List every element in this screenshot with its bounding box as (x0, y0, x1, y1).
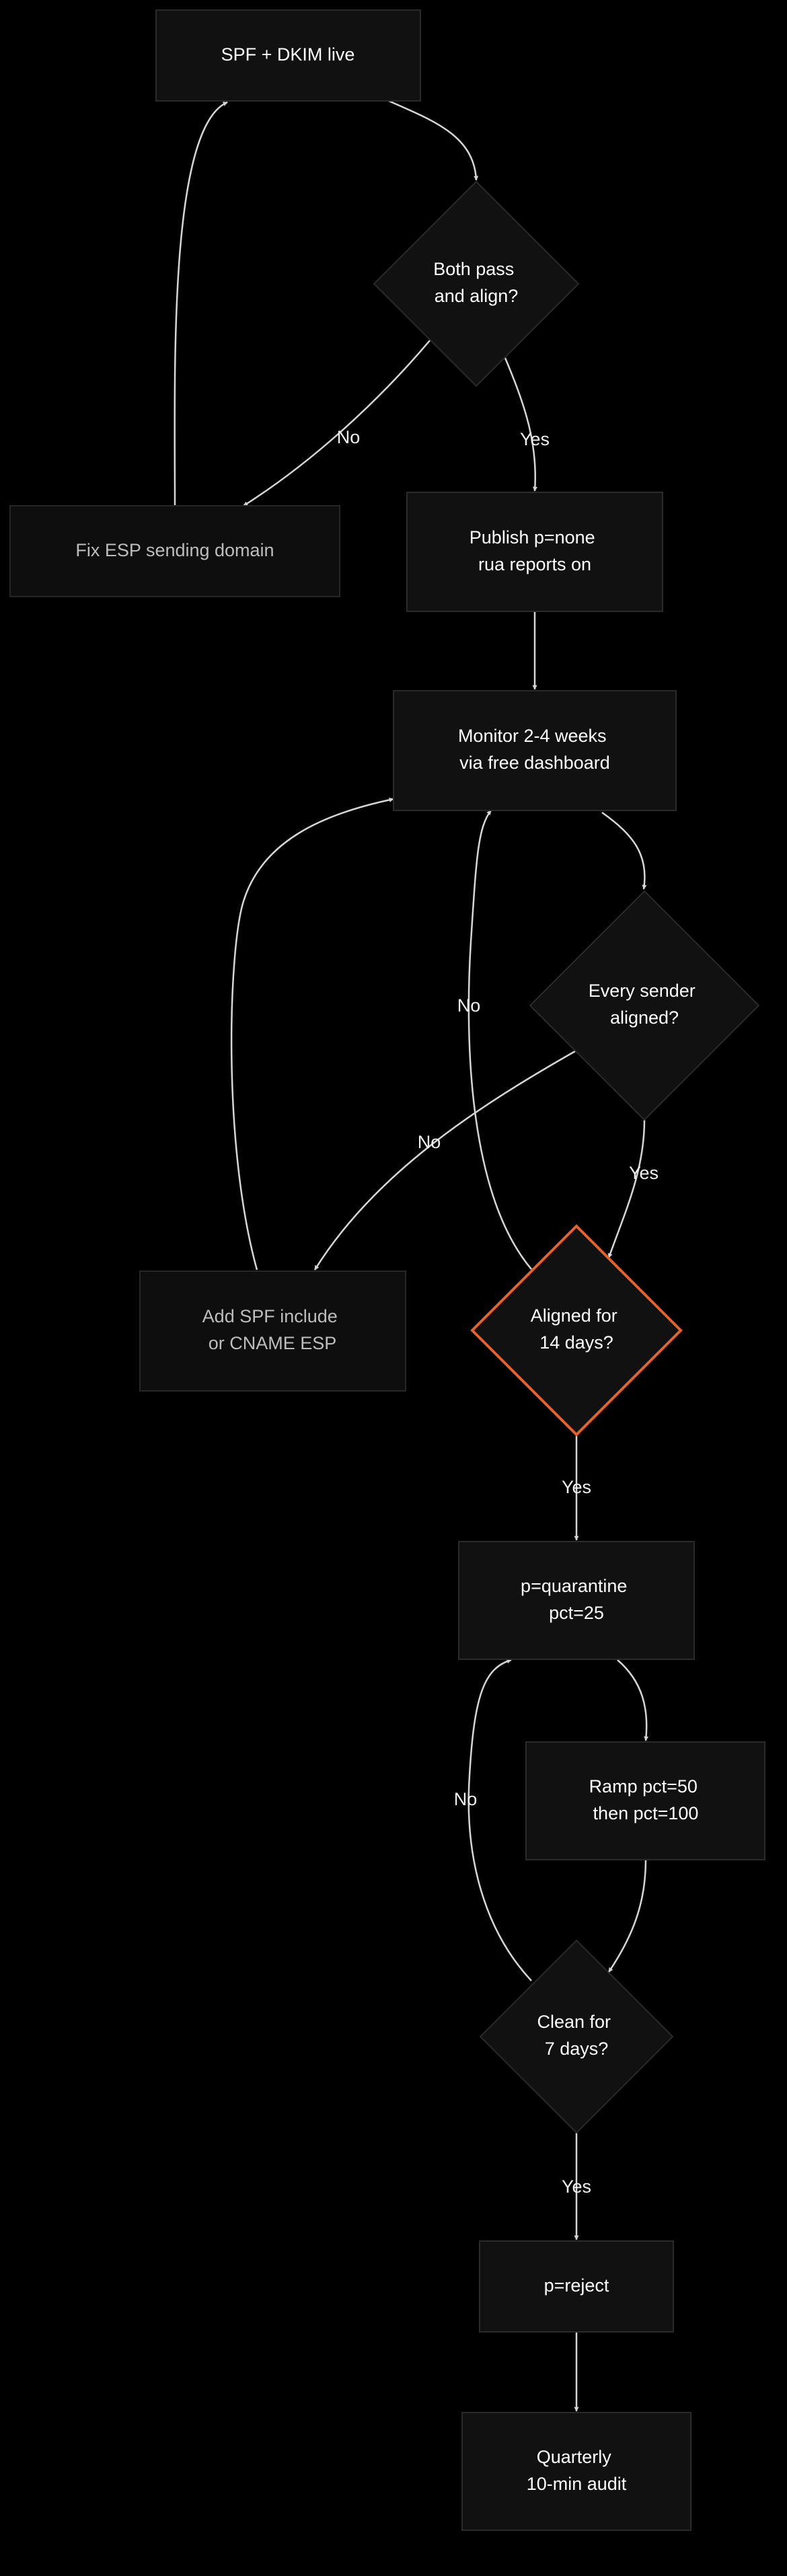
node-p-reject-line-1: p=reject (544, 2275, 609, 2296)
node-fix-esp-domain-line-1: Fix ESP sending domain (75, 540, 274, 560)
svg-text:Publish p=none rua rep: Publish p=none rua reports on (470, 527, 600, 574)
node-spf-dkim-live-line-1: SPF + DKIM live (221, 44, 355, 65)
node-spf-dkim-live: SPF + DKIM live (155, 9, 421, 102)
svg-text:p=quarantine pct=25: p=quarantine pct=25 (521, 1576, 632, 1623)
node-p-quarantine-line-2: pct=25 (549, 1603, 604, 1623)
node-every-sender-aligned-line-2: aligned? (610, 1008, 679, 1028)
edge-every-to-aligned (607, 1119, 646, 1258)
label-clean-no: No (454, 1789, 478, 1809)
edge-monitor-to-every (601, 811, 647, 890)
node-add-spf-include: Add SPF include or CNAME ESP (139, 1271, 406, 1392)
node-add-spf-include-line-2: or CNAME ESP (209, 1333, 337, 1353)
edge-labels: No Yes No No Yes Yes No Yes (337, 427, 659, 2197)
edge-quarantine-to-ramp (617, 1659, 649, 1741)
svg-text:Aligned for 14 days?: Aligned for 14 days? (531, 1305, 623, 1353)
svg-text:p=reject: p=reject (544, 2275, 609, 2296)
node-ramp-pct: Ramp pct=50 then pct=100 (525, 1741, 765, 1860)
node-monitor-weeks-line-2: via free dashboard (459, 753, 610, 773)
label-every-yes: Yes (629, 1163, 659, 1183)
node-both-pass-align: Both pass and align? (373, 180, 580, 387)
node-publish-pnone-line-2: rua reports on (478, 554, 591, 574)
svg-text:Monitor 2-4 weeks via: Monitor 2-4 weeks via free dashboard (458, 726, 611, 773)
node-aligned-14-days-line-1: Aligned for (531, 1305, 617, 1326)
node-every-sender-aligned: Every sender aligned? (529, 890, 760, 1121)
svg-text:Ramp pct=50 then pct=1: Ramp pct=50 then pct=100 (589, 1776, 703, 1823)
label-both-yes: Yes (520, 429, 550, 449)
node-p-reject: p=reject (479, 2240, 674, 2333)
edge-spf-to-both (388, 100, 479, 181)
node-both-pass-align-line-2: and align? (435, 286, 519, 306)
svg-text:Quarterly 10-min audit: Quarterly 10-min audit (527, 2447, 627, 2494)
edge-both-to-fix (243, 339, 431, 507)
label-clean-yes: Yes (562, 2176, 591, 2197)
node-every-sender-aligned-line-1: Every sender (589, 981, 696, 1001)
node-monitor-weeks: Monitor 2-4 weeks via free dashboard (393, 690, 677, 811)
svg-text:SPF + DKIM live: SPF + DKIM live (221, 44, 355, 65)
edge-ramp-to-clean (607, 1859, 647, 1973)
node-ramp-pct-line-1: Ramp pct=50 (589, 1776, 698, 1796)
edge-every-to-add (313, 1050, 576, 1271)
svg-text:Fix ESP sending domain: Fix ESP sending domain (75, 540, 274, 560)
svg-text:Clean for 7 days?: Clean for 7 days? (537, 2012, 615, 2059)
node-clean-7-days: Clean for 7 days? (479, 1939, 674, 2134)
label-every-no: No (418, 1132, 441, 1152)
node-quarterly-audit-line-1: Quarterly (537, 2447, 612, 2467)
nodes: SPF + DKIM live Both pass and align? Fix… (9, 9, 765, 2531)
node-aligned-14-days-line-2: 14 days? (539, 1332, 613, 1353)
edge-both-to-publish (503, 356, 537, 492)
svg-text:Every sender aligned?: Every sender aligned? (589, 981, 701, 1028)
node-p-quarantine-line-1: p=quarantine (521, 1576, 627, 1596)
edges (174, 100, 649, 2412)
edge-clean-to-quarantine (467, 1659, 532, 1981)
edge-fix-to-spf (174, 101, 228, 506)
label-aligned-yes: Yes (562, 1477, 591, 1497)
node-quarterly-audit: Quarterly 10-min audit (461, 2412, 691, 2531)
node-fix-esp-domain: Fix ESP sending domain (9, 505, 340, 597)
svg-text:Add SPF include or CNA: Add SPF include or CNAME ESP (202, 1306, 343, 1353)
node-aligned-14-days: Aligned for 14 days? (470, 1224, 683, 1437)
svg-text:Both pass and align?: Both pass and align? (433, 259, 519, 306)
label-monitor-no: No (457, 995, 481, 1016)
node-ramp-pct-line-2: then pct=100 (593, 1803, 699, 1823)
node-clean-7-days-line-1: Clean for (537, 2012, 611, 2032)
node-monitor-weeks-line-1: Monitor 2-4 weeks (458, 726, 607, 746)
node-p-quarantine: p=quarantine pct=25 (458, 1541, 695, 1660)
node-publish-pnone: Publish p=none rua reports on (406, 492, 663, 612)
edge-add-to-monitor (230, 797, 394, 1271)
node-clean-7-days-line-2: 7 days? (545, 2039, 609, 2059)
node-publish-pnone-line-1: Publish p=none (470, 527, 595, 547)
label-both-no: No (337, 427, 361, 447)
node-both-pass-align-line-1: Both pass (433, 259, 514, 279)
node-quarterly-audit-line-2: 10-min audit (527, 2474, 627, 2494)
edge-aligned-to-monitor (467, 810, 532, 1270)
node-add-spf-include-line-1: Add SPF include (202, 1306, 338, 1326)
